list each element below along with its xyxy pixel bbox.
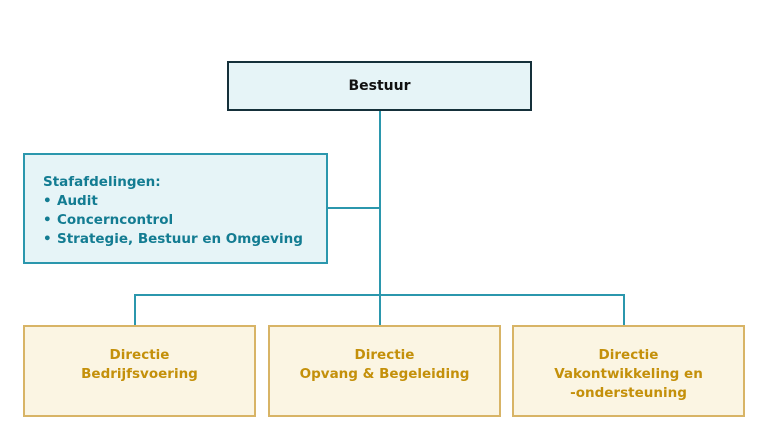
directie-name: Bedrijfsvoering bbox=[81, 366, 198, 382]
staff-departments-box: Stafafdelingen: Audit Concerncontrol Str… bbox=[23, 153, 328, 264]
connector-drop-opvang bbox=[379, 294, 381, 325]
board-label: Bestuur bbox=[348, 78, 411, 94]
directie-opvang-begeleiding-box: Directie Opvang & Begeleiding bbox=[268, 325, 501, 417]
staff-item-concerncontrol: Concerncontrol bbox=[43, 211, 326, 230]
directie-label: Directie bbox=[109, 347, 170, 363]
staff-list: Audit Concerncontrol Strategie, Bestuur … bbox=[43, 192, 326, 249]
staff-item-audit: Audit bbox=[43, 192, 326, 211]
directie-label: Directie bbox=[598, 347, 659, 363]
connector-staff-branch bbox=[328, 207, 380, 209]
directie-label: Directie bbox=[354, 347, 415, 363]
connector-board-trunk bbox=[379, 111, 381, 296]
connector-drop-vakontwikkeling bbox=[623, 294, 625, 325]
directie-name-line-1: Vakontwikkeling en bbox=[554, 366, 703, 382]
staff-title: Stafafdelingen: bbox=[43, 174, 161, 190]
board-box: Bestuur bbox=[227, 61, 532, 111]
directie-vakontwikkeling-box: Directie Vakontwikkeling en -ondersteuni… bbox=[512, 325, 745, 417]
connector-drop-bedrijfsvoering bbox=[134, 294, 136, 325]
directie-bedrijfsvoering-box: Directie Bedrijfsvoering bbox=[23, 325, 256, 417]
staff-item-strategie: Strategie, Bestuur en Omgeving bbox=[43, 230, 326, 249]
directie-name-line-2: -ondersteuning bbox=[570, 385, 687, 401]
directie-name: Opvang & Begeleiding bbox=[299, 366, 470, 382]
